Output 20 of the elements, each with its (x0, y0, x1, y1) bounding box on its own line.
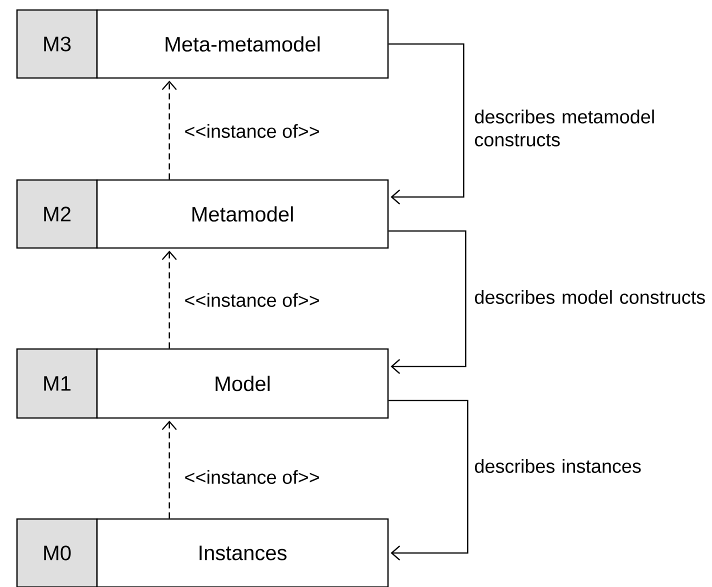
level-cell: M2 (16, 179, 98, 249)
edge-label: describes instances (475, 459, 641, 473)
level-cell: M0 (16, 518, 98, 587)
model-box: Meta-metamodel (96, 9, 389, 79)
model-box: Model (96, 348, 389, 419)
dashed-arrow (162, 80, 177, 180)
level-cell: M1 (16, 348, 98, 419)
edge-label: <<instance of>> (185, 124, 320, 138)
model-box: Instances (96, 518, 389, 587)
level-cell: M3 (16, 9, 98, 79)
elbow-arrow (388, 230, 466, 374)
elbow-arrow (388, 400, 468, 560)
edge-label: <<instance of>> (185, 293, 320, 307)
edge-label: <<instance of>> (185, 470, 320, 484)
dashed-arrow (162, 420, 177, 518)
model-box: Metamodel (96, 179, 389, 249)
edge-label: describes metamodel constructs (475, 110, 654, 146)
edge-label: describes model constructs (475, 290, 705, 304)
dashed-arrow (162, 250, 177, 348)
elbow-arrow (388, 43, 464, 204)
